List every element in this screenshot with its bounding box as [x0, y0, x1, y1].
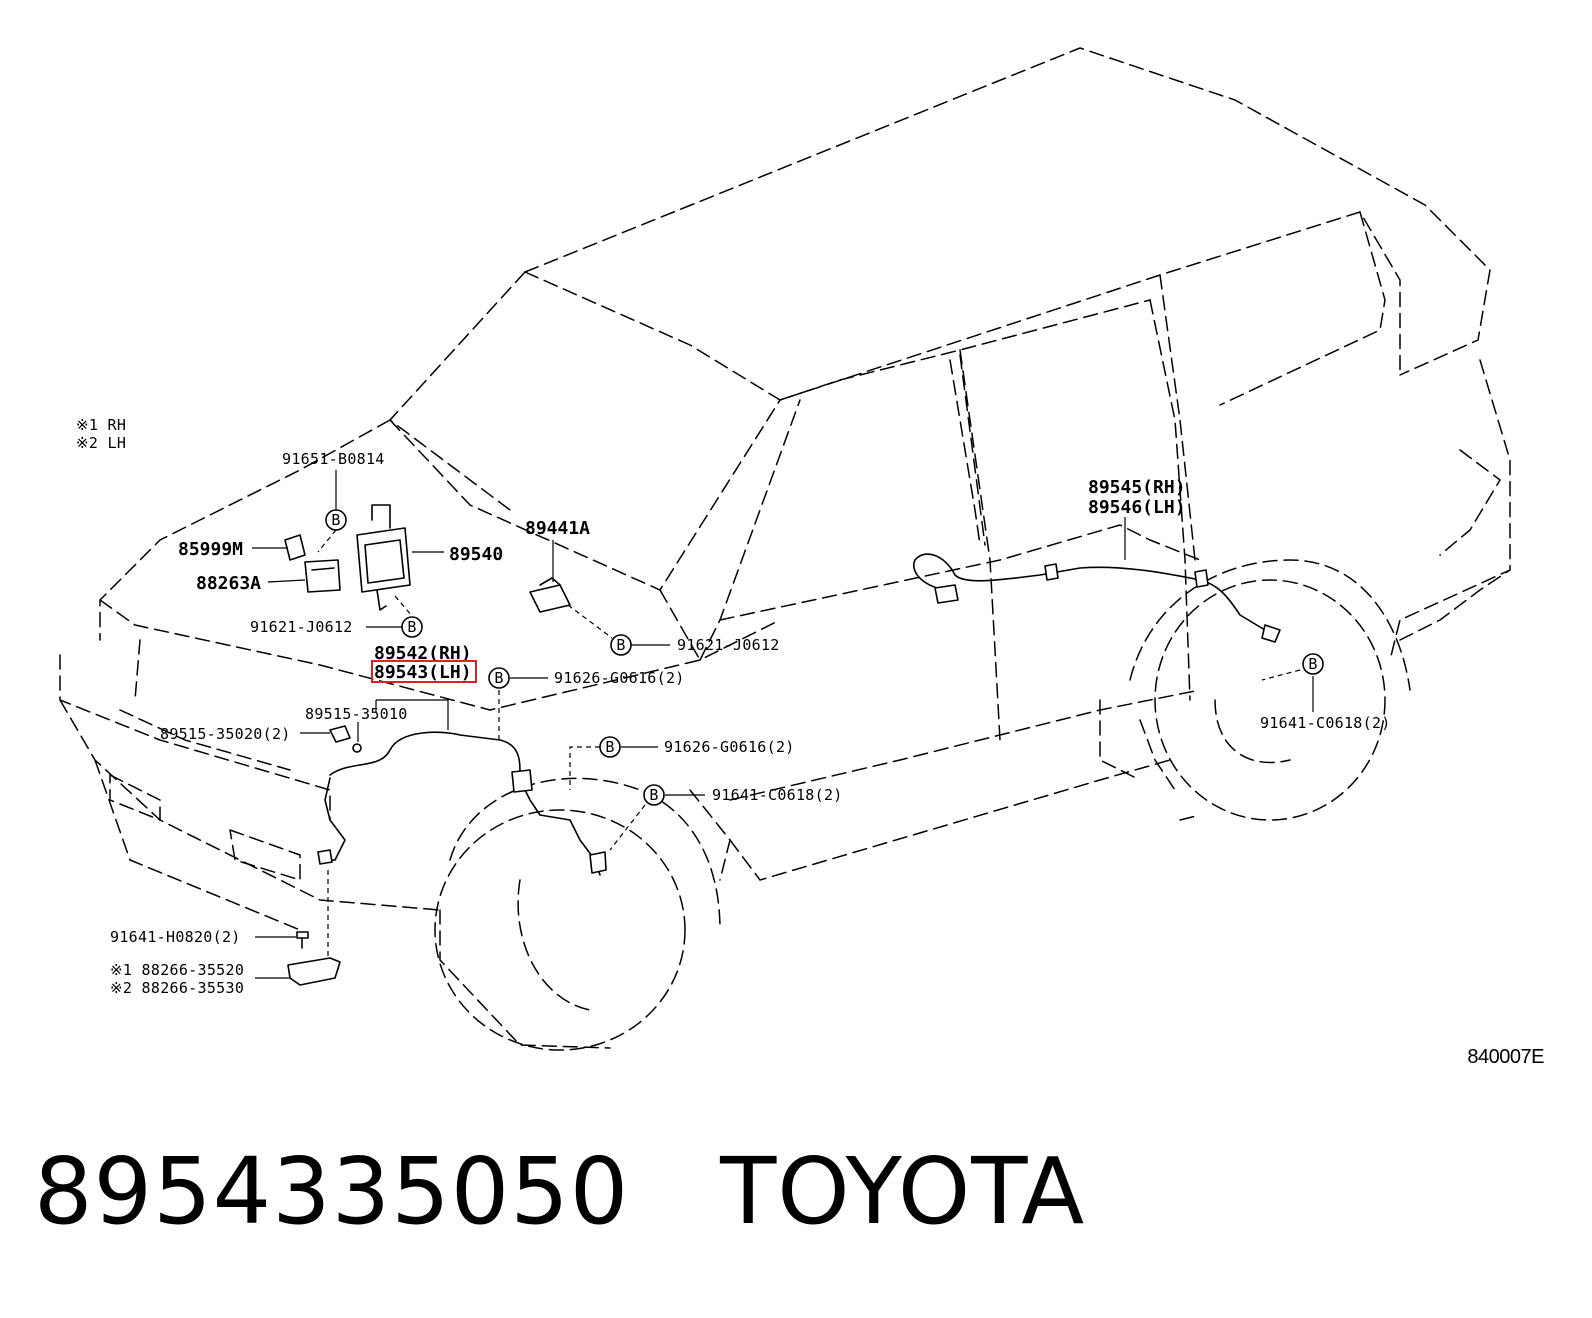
svg-text:B: B — [605, 738, 614, 756]
bolt-symbol-91621b: B — [610, 634, 632, 656]
abs-sensor-rear-wire — [913, 553, 1281, 643]
bolt-symbol-91621a: B — [401, 616, 423, 638]
svg-text:B: B — [649, 786, 658, 804]
legend-rh: ※1 RH — [76, 416, 126, 434]
legend-lh: ※2 LH — [76, 434, 126, 452]
footer-part-number: 8954335050 — [34, 1138, 630, 1245]
sensor-89441a — [529, 577, 571, 613]
label-89543-lh[interactable]: 89543(LH) — [374, 662, 472, 683]
label-91621-j0612-left[interactable]: 91621-J0612 — [250, 618, 353, 636]
abs-ecu-89540 — [356, 504, 411, 611]
label-89441a[interactable]: 89441A — [525, 518, 590, 539]
label-91641-h0820[interactable]: 91641-H0820(2) — [110, 928, 241, 946]
footer-brand: TOYOTA — [720, 1138, 1086, 1245]
bracket-85999m — [284, 534, 306, 561]
label-91641-c0618-rear[interactable]: 91641-C0618(2) — [1260, 714, 1391, 732]
bracket-88266 — [287, 957, 341, 986]
label-89545-rh[interactable]: 89545(RH) — [1088, 477, 1186, 498]
bolt-symbol-91651: B — [325, 509, 347, 531]
label-91641-c0618-front[interactable]: 91641-C0618(2) — [712, 786, 843, 804]
leader-lines — [252, 470, 1314, 979]
bolt-symbols: B B B B B B B — [325, 509, 1324, 806]
label-89540[interactable]: 89540 — [449, 544, 503, 565]
label-91626-g0616-mid[interactable]: 91626-G0616(2) — [664, 738, 795, 756]
part-labels: ※1 RH ※2 LH 91651-B0814 85999M 88263A 89… — [76, 416, 1391, 997]
label-88266-35530[interactable]: ※2 88266-35530 — [110, 979, 244, 997]
bolt-symbol-91626b: B — [599, 736, 621, 758]
abs-sensor-front-wire — [317, 731, 607, 876]
bolt-symbol-91626a: B — [488, 667, 510, 689]
label-85999m[interactable]: 85999M — [178, 539, 243, 560]
bolt-symbol-91641b: B — [643, 784, 665, 806]
bolt-symbol-91641c: B — [1302, 653, 1324, 675]
label-91621-j0612-right[interactable]: 91621-J0612 — [677, 636, 780, 654]
bolt-91641-h0820 — [296, 931, 309, 949]
label-91651-b0814[interactable]: 91651-B0814 — [282, 450, 385, 468]
svg-text:B: B — [1308, 655, 1317, 673]
highlight-box — [371, 660, 477, 683]
diagram-code: 840007E — [1467, 1046, 1544, 1068]
label-89515-35010[interactable]: 89515-35010 — [305, 705, 408, 723]
label-88266-35520[interactable]: ※1 88266-35520 — [110, 961, 244, 979]
vehicle-outline — [59, 47, 1511, 1051]
svg-text:B: B — [494, 669, 503, 687]
svg-text:B: B — [616, 636, 625, 654]
svg-text:B: B — [331, 511, 340, 529]
clip-parts — [329, 725, 362, 753]
label-89515-35020[interactable]: 89515-35020(2) — [160, 725, 291, 743]
footer-title: 8954335050 TOYOTA — [34, 1138, 1085, 1245]
label-88263a[interactable]: 88263A — [196, 573, 261, 594]
label-89546-lh[interactable]: 89546(LH) — [1088, 497, 1186, 518]
label-91626-g0616-top[interactable]: 91626-G0616(2) — [554, 669, 685, 687]
relay-88263a — [304, 559, 341, 593]
svg-text:B: B — [407, 618, 416, 636]
label-89542-rh[interactable]: 89542(RH) — [374, 643, 472, 664]
